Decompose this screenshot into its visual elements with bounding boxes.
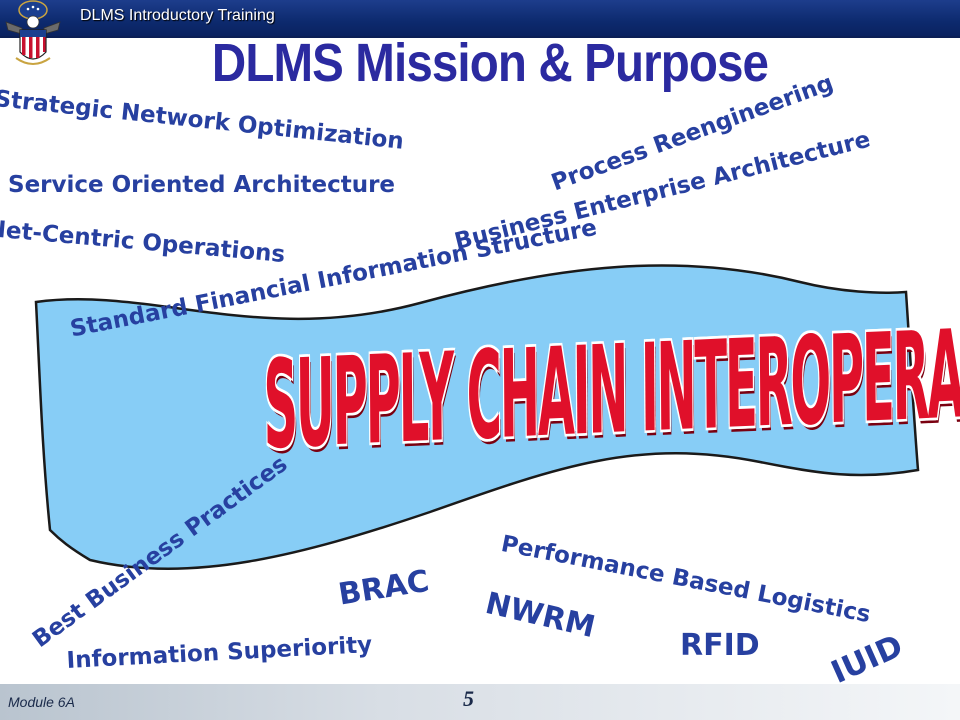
footer-module-label: Module 6A: [8, 694, 75, 710]
term-service-oriented: Service Oriented Architecture: [8, 172, 396, 198]
header-title: DLMS Introductory Training: [80, 7, 275, 24]
agency-logo-icon: [5, 0, 61, 65]
header-bar: [0, 0, 960, 38]
page-title: DLMS Mission & Purpose: [211, 33, 769, 93]
term-rfid: RFID: [680, 628, 760, 663]
page-number: 5: [463, 686, 474, 711]
footer-bar: [0, 684, 960, 720]
banner-text: SUPPLY CHAIN INTEROPERABILITY: [263, 297, 960, 477]
